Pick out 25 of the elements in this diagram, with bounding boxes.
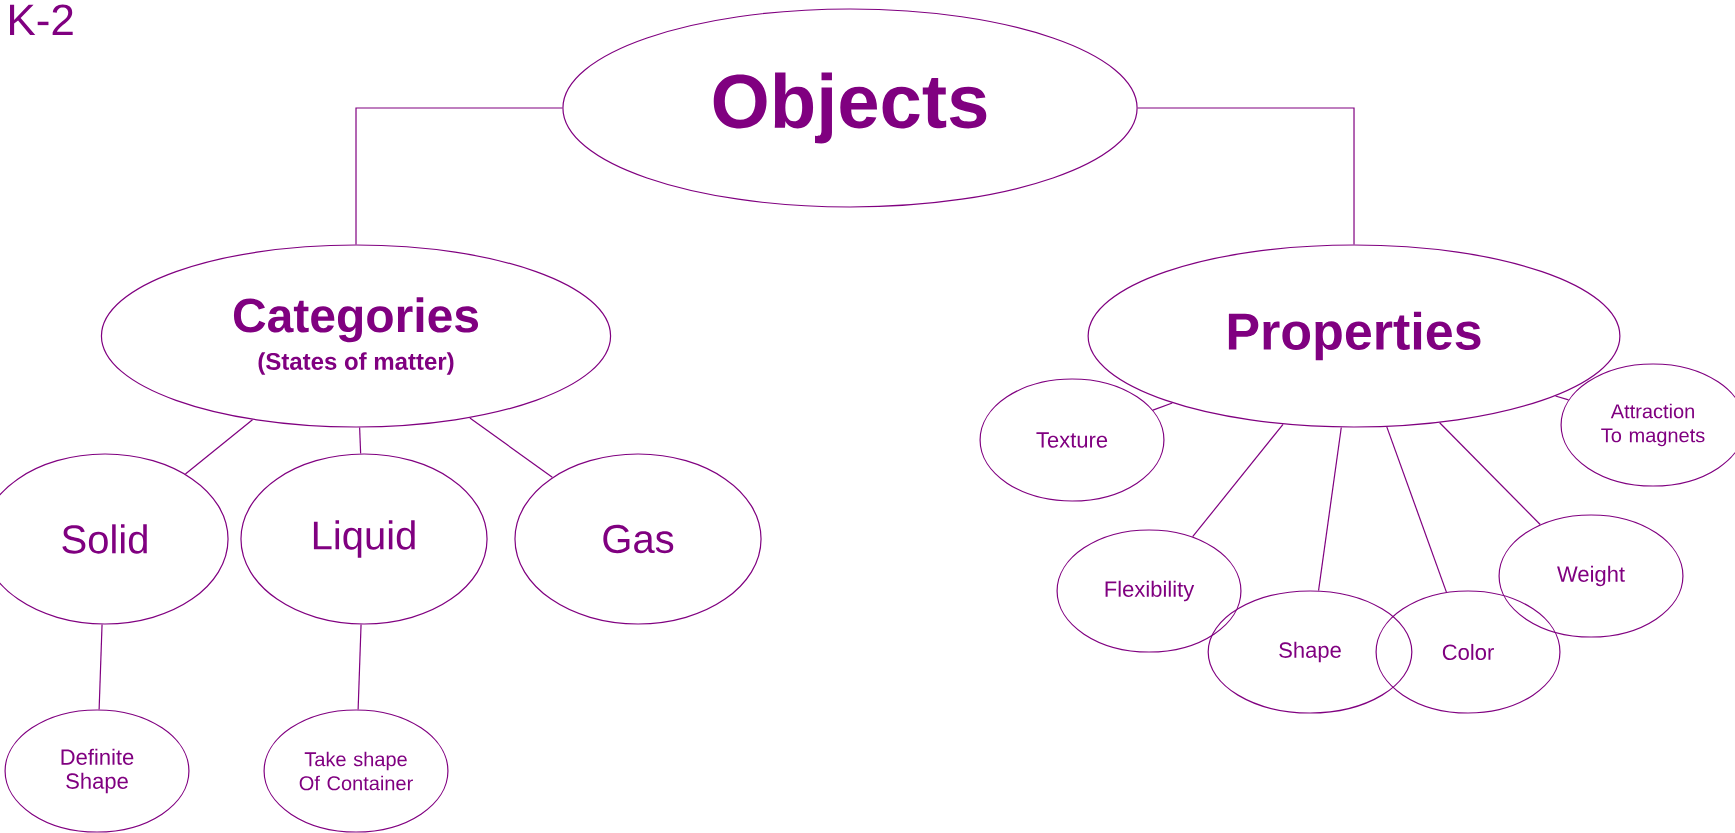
- connector-line: [1152, 402, 1173, 411]
- connector-line: [98, 623, 103, 710]
- ellipse-node: Definite Shape: [4, 709, 190, 833]
- ellipse-node: Shape: [1207, 590, 1413, 714]
- connector-line: [1192, 423, 1284, 538]
- connector-line: [1554, 395, 1570, 401]
- connector-line: [1386, 426, 1447, 593]
- ellipse-node: Liquid: [240, 453, 488, 625]
- connector-line: [1439, 422, 1541, 526]
- ellipse-node: Flexibility: [1056, 529, 1242, 653]
- connector-line: [469, 417, 553, 478]
- ellipse-node: Color: [1375, 590, 1561, 714]
- ellipse-node: Take shape Of Container: [263, 709, 449, 833]
- page-label: K-2: [10, 4, 73, 36]
- connector-line: [184, 419, 254, 475]
- ellipse-node: Texture: [979, 378, 1165, 502]
- connector-line: [1317, 426, 1342, 592]
- ellipse-node: Categories (States of matter): [100, 244, 612, 428]
- ellipse-node: Objects: [562, 8, 1138, 208]
- connector-line: [359, 426, 362, 455]
- connector-line: [357, 623, 362, 710]
- connector-line: [1137, 107, 1355, 245]
- connector-line: [355, 107, 563, 245]
- ellipse-node: Gas: [514, 453, 762, 625]
- ellipse-node: Weight: [1498, 514, 1684, 638]
